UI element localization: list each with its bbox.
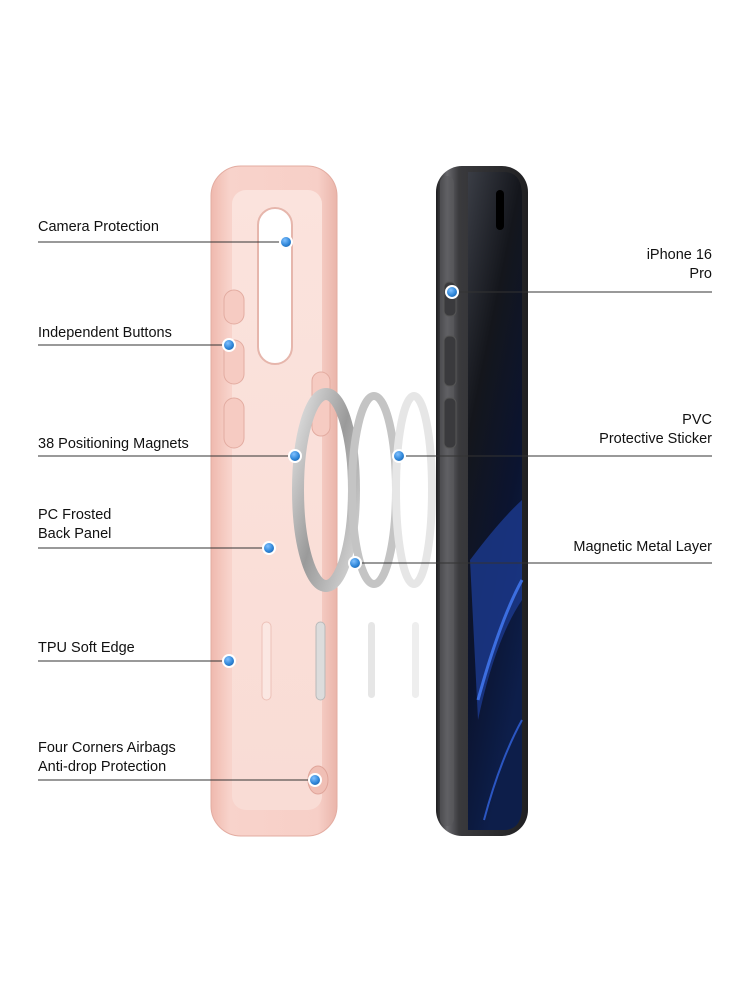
metal-layer-dot-icon [348,556,362,570]
soft-edge-dot-icon [222,654,236,668]
positioning-magnets-dot-icon [288,449,302,463]
iphone [436,166,528,836]
metal-layer-label: Magnetic Metal Layer [573,539,712,555]
pvc-sticker-label: PVC Protective Sticker [599,412,712,447]
magnet-rings [292,388,436,698]
camera-protection-label: Camera Protection [38,219,159,235]
independent-buttons-label: Independent Buttons [38,325,172,341]
phone-side-buttons [443,281,457,449]
phone-screen [468,172,522,830]
screen-wallpaper-swoosh [470,500,522,720]
iphone-dot-icon [445,285,459,299]
back-panel-label: PC Frosted Back Panel [38,507,112,542]
pvc-sticker-ring [392,392,436,588]
independent-buttons-dot-icon [222,338,236,352]
pvc-sticker-dot-icon [392,449,406,463]
positioning-magnets-label: 38 Positioning Magnets [38,436,189,452]
case-buttons [223,289,331,449]
dynamic-island [496,190,504,230]
phone-edge-highlight [440,176,454,826]
camera-protection-dot-icon [279,235,293,249]
iphone-label: iPhone 16 Pro [646,247,712,282]
soft-edge-label: TPU Soft Edge [38,640,135,656]
airbags-dot-icon [308,773,322,787]
camera-cutout [257,207,293,365]
back-panel-dot-icon [262,541,276,555]
leader-lines [38,241,712,781]
magsafe-slot-marks [261,621,326,701]
airbags-label: Four Corners Airbags Anti-drop Protectio… [38,740,176,775]
callout-dots [222,235,459,787]
phone-case [210,165,338,837]
case-back-panel [232,190,322,810]
